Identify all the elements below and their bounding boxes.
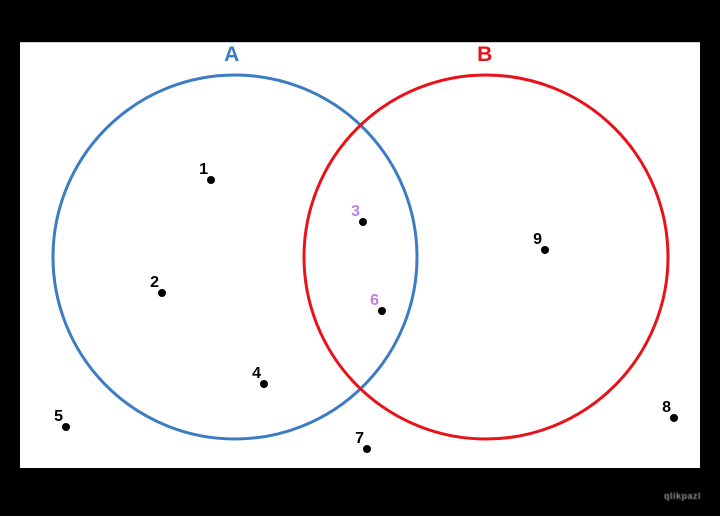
point-label-4: 4 <box>252 365 261 382</box>
point-dot-5 <box>62 423 70 431</box>
point-label-2: 2 <box>150 274 159 291</box>
point-dot-9 <box>541 246 549 254</box>
point-label-8: 8 <box>662 399 671 416</box>
point-dot-3 <box>359 218 367 226</box>
point-label-1: 1 <box>199 161 208 178</box>
point-label-7: 7 <box>355 430 364 447</box>
point-label-6: 6 <box>370 292 379 309</box>
watermark-text: qlikpazl <box>663 491 701 501</box>
venn-circles <box>51 73 670 441</box>
set-a-label: A <box>224 43 240 66</box>
venn-diagram-canvas: A B 1 2 3 4 5 6 7 8 9 <box>20 42 700 468</box>
set-a-circle <box>51 73 419 441</box>
point-dot-6 <box>378 307 386 315</box>
point-dot-4 <box>260 380 268 388</box>
point-label-3: 3 <box>351 203 360 220</box>
point-label-5: 5 <box>54 408 63 425</box>
set-b-label: B <box>477 43 493 66</box>
point-dot-8 <box>670 414 678 422</box>
point-dot-7 <box>363 445 371 453</box>
point-dot-1 <box>207 176 215 184</box>
point-label-9: 9 <box>533 231 542 248</box>
set-b-circle <box>302 73 670 441</box>
point-dot-2 <box>158 289 166 297</box>
